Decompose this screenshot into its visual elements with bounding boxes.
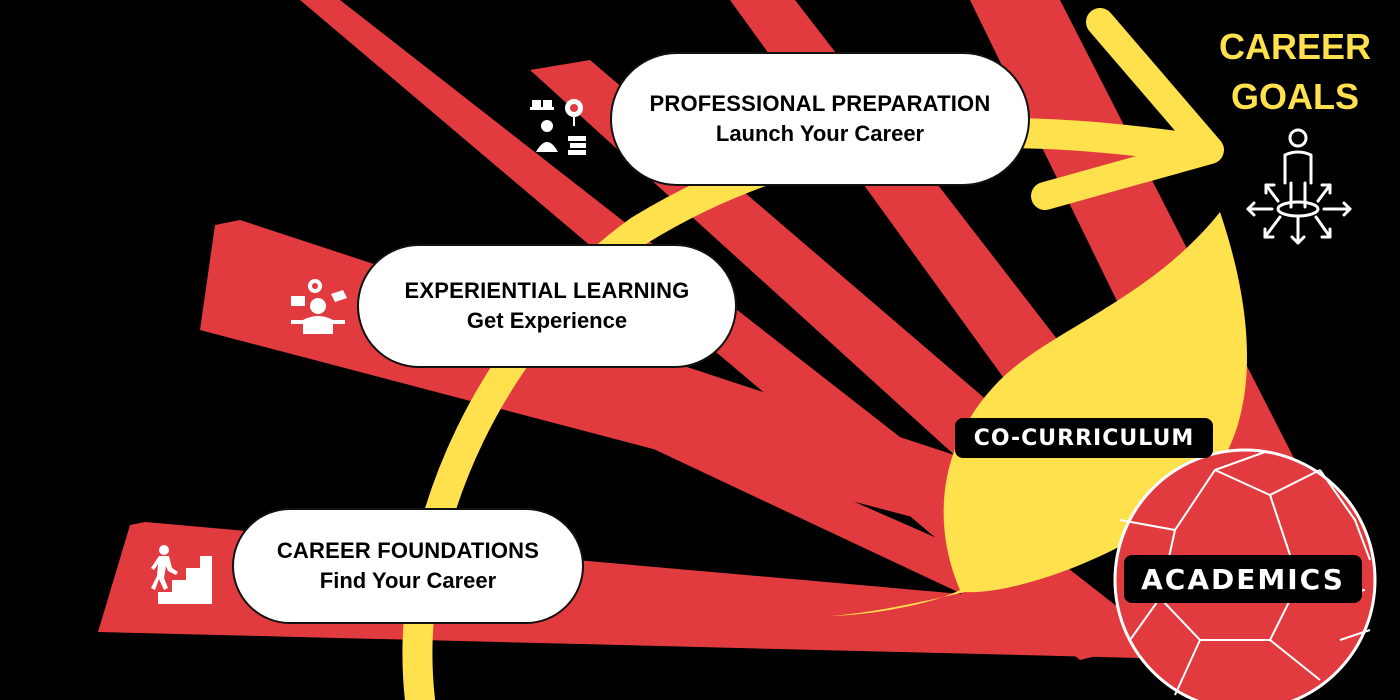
person-directions-icon: [1246, 128, 1352, 245]
stage-experiential-learning: EXPERIENTIAL LEARNING Get Experience: [357, 244, 737, 368]
career-goals-line1: CAREER: [1218, 26, 1371, 67]
stage-subtitle: Get Experience: [466, 308, 628, 333]
arrow-head: [1031, 8, 1224, 210]
career-goals-title: CAREER GOALS: [1200, 22, 1390, 122]
stage-subtitle: Launch Your Career: [715, 121, 925, 146]
stage-title: CAREER FOUNDATIONS: [276, 538, 540, 563]
student-study-icon: [530, 99, 586, 155]
cocurriculum-label: CO-CURRICULUM: [955, 418, 1213, 458]
career-goals-line2: GOALS: [1230, 76, 1359, 117]
stage-career-foundations: CAREER FOUNDATIONS Find Your Career: [232, 508, 584, 624]
stage-professional-preparation: PROFESSIONAL PREPARATION Launch Your Car…: [610, 52, 1030, 186]
learner-icon: [291, 279, 347, 334]
stage-title: EXPERIENTIAL LEARNING: [404, 278, 690, 303]
stairs-climb-icon: [151, 545, 212, 604]
academics-label: ACADEMICS: [1124, 555, 1362, 603]
stage-title: PROFESSIONAL PREPARATION: [649, 91, 991, 116]
stage-subtitle: Find Your Career: [319, 568, 497, 593]
